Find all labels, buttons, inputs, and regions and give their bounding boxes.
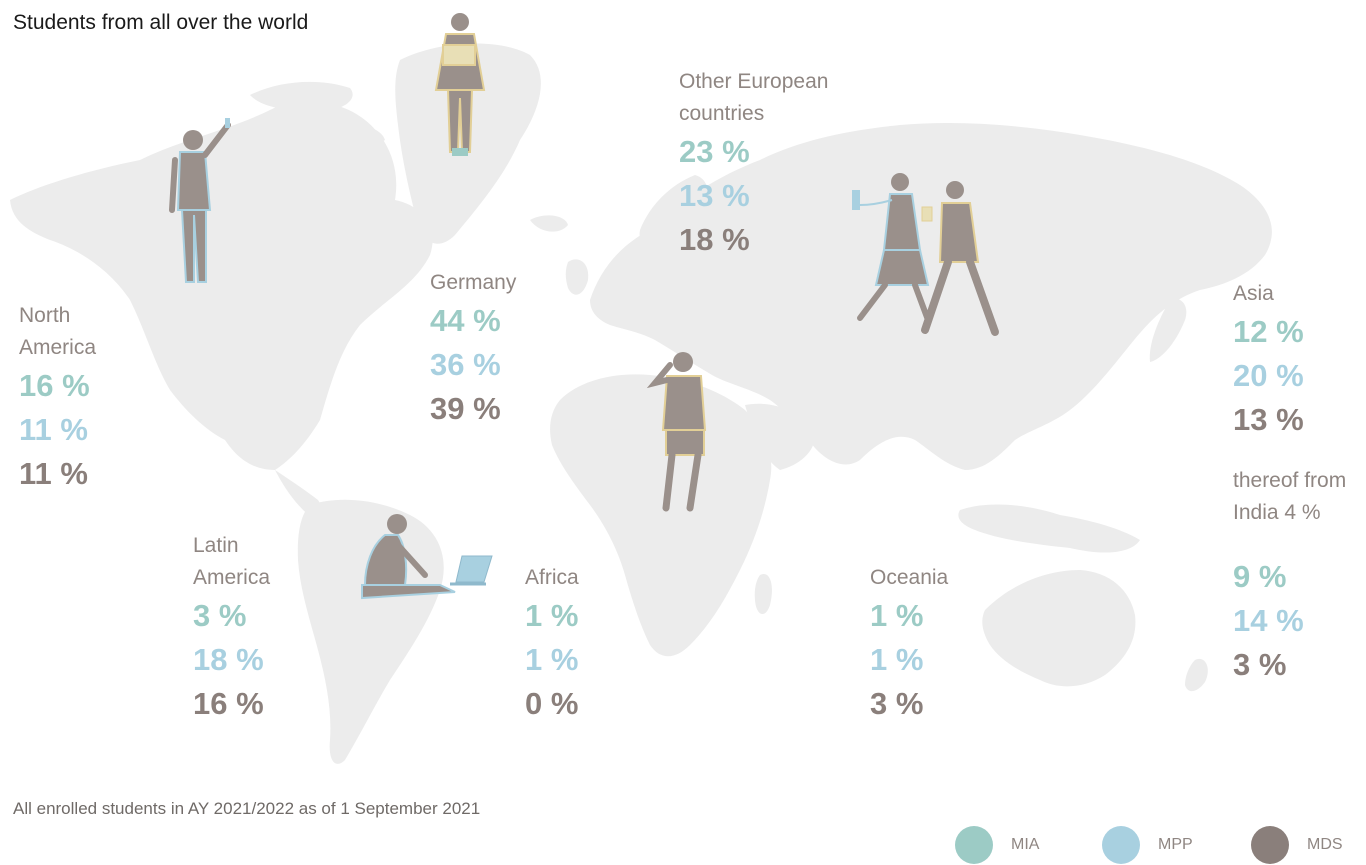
- mia-share: 1 %: [870, 598, 924, 633]
- mia-share: 3 %: [193, 598, 247, 633]
- mpp-share: 36 %: [430, 347, 501, 382]
- landmass-scandinavia: [639, 175, 708, 255]
- mds-share: 0 %: [525, 686, 579, 721]
- landmass-madagascar: [754, 574, 772, 615]
- region-name: Oceania: [870, 566, 949, 589]
- region-name: America: [19, 336, 97, 359]
- region-asia: Asia 12 % 20 % 13 %: [1233, 278, 1304, 442]
- person-sitting-laptop-icon: [361, 514, 493, 600]
- landmass-australia: [982, 570, 1136, 687]
- mia-share: 12 %: [1233, 314, 1304, 349]
- page-title: Students from all over the world: [13, 11, 309, 34]
- mia-share: 1 %: [525, 598, 579, 633]
- mds-share: 3 %: [870, 686, 924, 721]
- legend-label: MIA: [1011, 836, 1040, 853]
- region-oceania: Oceania 1 % 1 % 3 %: [870, 562, 948, 726]
- person-standing-selfie-icon: [169, 118, 231, 283]
- landmass-arctic-2: [330, 124, 385, 146]
- legend-swatch-mia: [955, 826, 993, 864]
- mds-share: 3 %: [1233, 647, 1287, 682]
- mia-share: 23 %: [679, 134, 750, 169]
- legend-swatch-mds: [1251, 826, 1289, 864]
- person-holding-tablet-icon: [434, 13, 486, 156]
- region-name: thereof from: [1233, 469, 1347, 492]
- mia-share: 44 %: [430, 303, 501, 338]
- region-india: thereof from India 4 % 9 % 14 % 3 %: [1233, 465, 1366, 687]
- landmass-eurasia: [590, 123, 1272, 470]
- legend: MIA MPP MDS: [955, 825, 1355, 865]
- mds-share: 18 %: [679, 222, 750, 257]
- region-name: countries: [679, 102, 765, 125]
- legend-item-mpp: MPP: [1102, 825, 1193, 865]
- legend-item-mia: MIA: [955, 825, 1039, 865]
- landmass-arctic-islands: [250, 81, 353, 111]
- mpp-share: 20 %: [1233, 358, 1304, 393]
- mia-share: 16 %: [19, 368, 90, 403]
- region-name: Latin: [193, 534, 239, 557]
- mds-share: 39 %: [430, 391, 501, 426]
- landmass-south-america: [297, 499, 444, 764]
- region-name: North: [19, 304, 71, 327]
- region-name: Asia: [1233, 282, 1274, 305]
- region-name: America: [193, 566, 271, 589]
- mpp-share: 11 %: [19, 412, 88, 447]
- mds-share: 13 %: [1233, 402, 1304, 437]
- region-latin-america: Latin America 3 % 18 % 16 %: [193, 530, 270, 726]
- region-name: Other European: [679, 70, 829, 93]
- landmass-north-america: [10, 101, 433, 471]
- mia-share: 9 %: [1233, 559, 1287, 594]
- region-name: India 4 %: [1233, 501, 1321, 524]
- landmass-africa: [550, 374, 772, 657]
- mds-share: 16 %: [193, 686, 264, 721]
- region-name: Germany: [430, 271, 517, 294]
- footnote: All enrolled students in AY 2021/2022 as…: [13, 799, 481, 818]
- region-name: Africa: [525, 566, 579, 589]
- legend-swatch-mpp: [1102, 826, 1140, 864]
- mds-share: 11 %: [19, 456, 88, 491]
- region-other-europe: Other European countries 23 % 13 % 18 %: [679, 66, 828, 262]
- people-walking-icon: [852, 173, 999, 336]
- region-africa: Africa 1 % 1 % 0 %: [525, 562, 579, 726]
- legend-label: MPP: [1158, 836, 1193, 853]
- legend-label: MDS: [1307, 836, 1343, 853]
- landmass-iceland: [530, 215, 568, 232]
- region-north-america: North America 16 % 11 % 11 %: [19, 300, 96, 496]
- landmass-british-isles: [565, 259, 589, 295]
- mpp-share: 1 %: [870, 642, 924, 677]
- landmass-indonesia: [958, 504, 1140, 553]
- mpp-share: 13 %: [679, 178, 750, 213]
- mpp-share: 14 %: [1233, 603, 1304, 638]
- landmass-japan: [1149, 298, 1187, 362]
- legend-item-mds: MDS: [1251, 825, 1343, 865]
- continents: [10, 43, 1272, 764]
- landmass-new-zealand: [1185, 658, 1208, 692]
- region-germany: Germany 44 % 36 % 39 %: [430, 267, 516, 431]
- landmass-arabia: [745, 403, 816, 470]
- mpp-share: 1 %: [525, 642, 579, 677]
- person-on-phone-icon: [646, 352, 707, 512]
- mpp-share: 18 %: [193, 642, 264, 677]
